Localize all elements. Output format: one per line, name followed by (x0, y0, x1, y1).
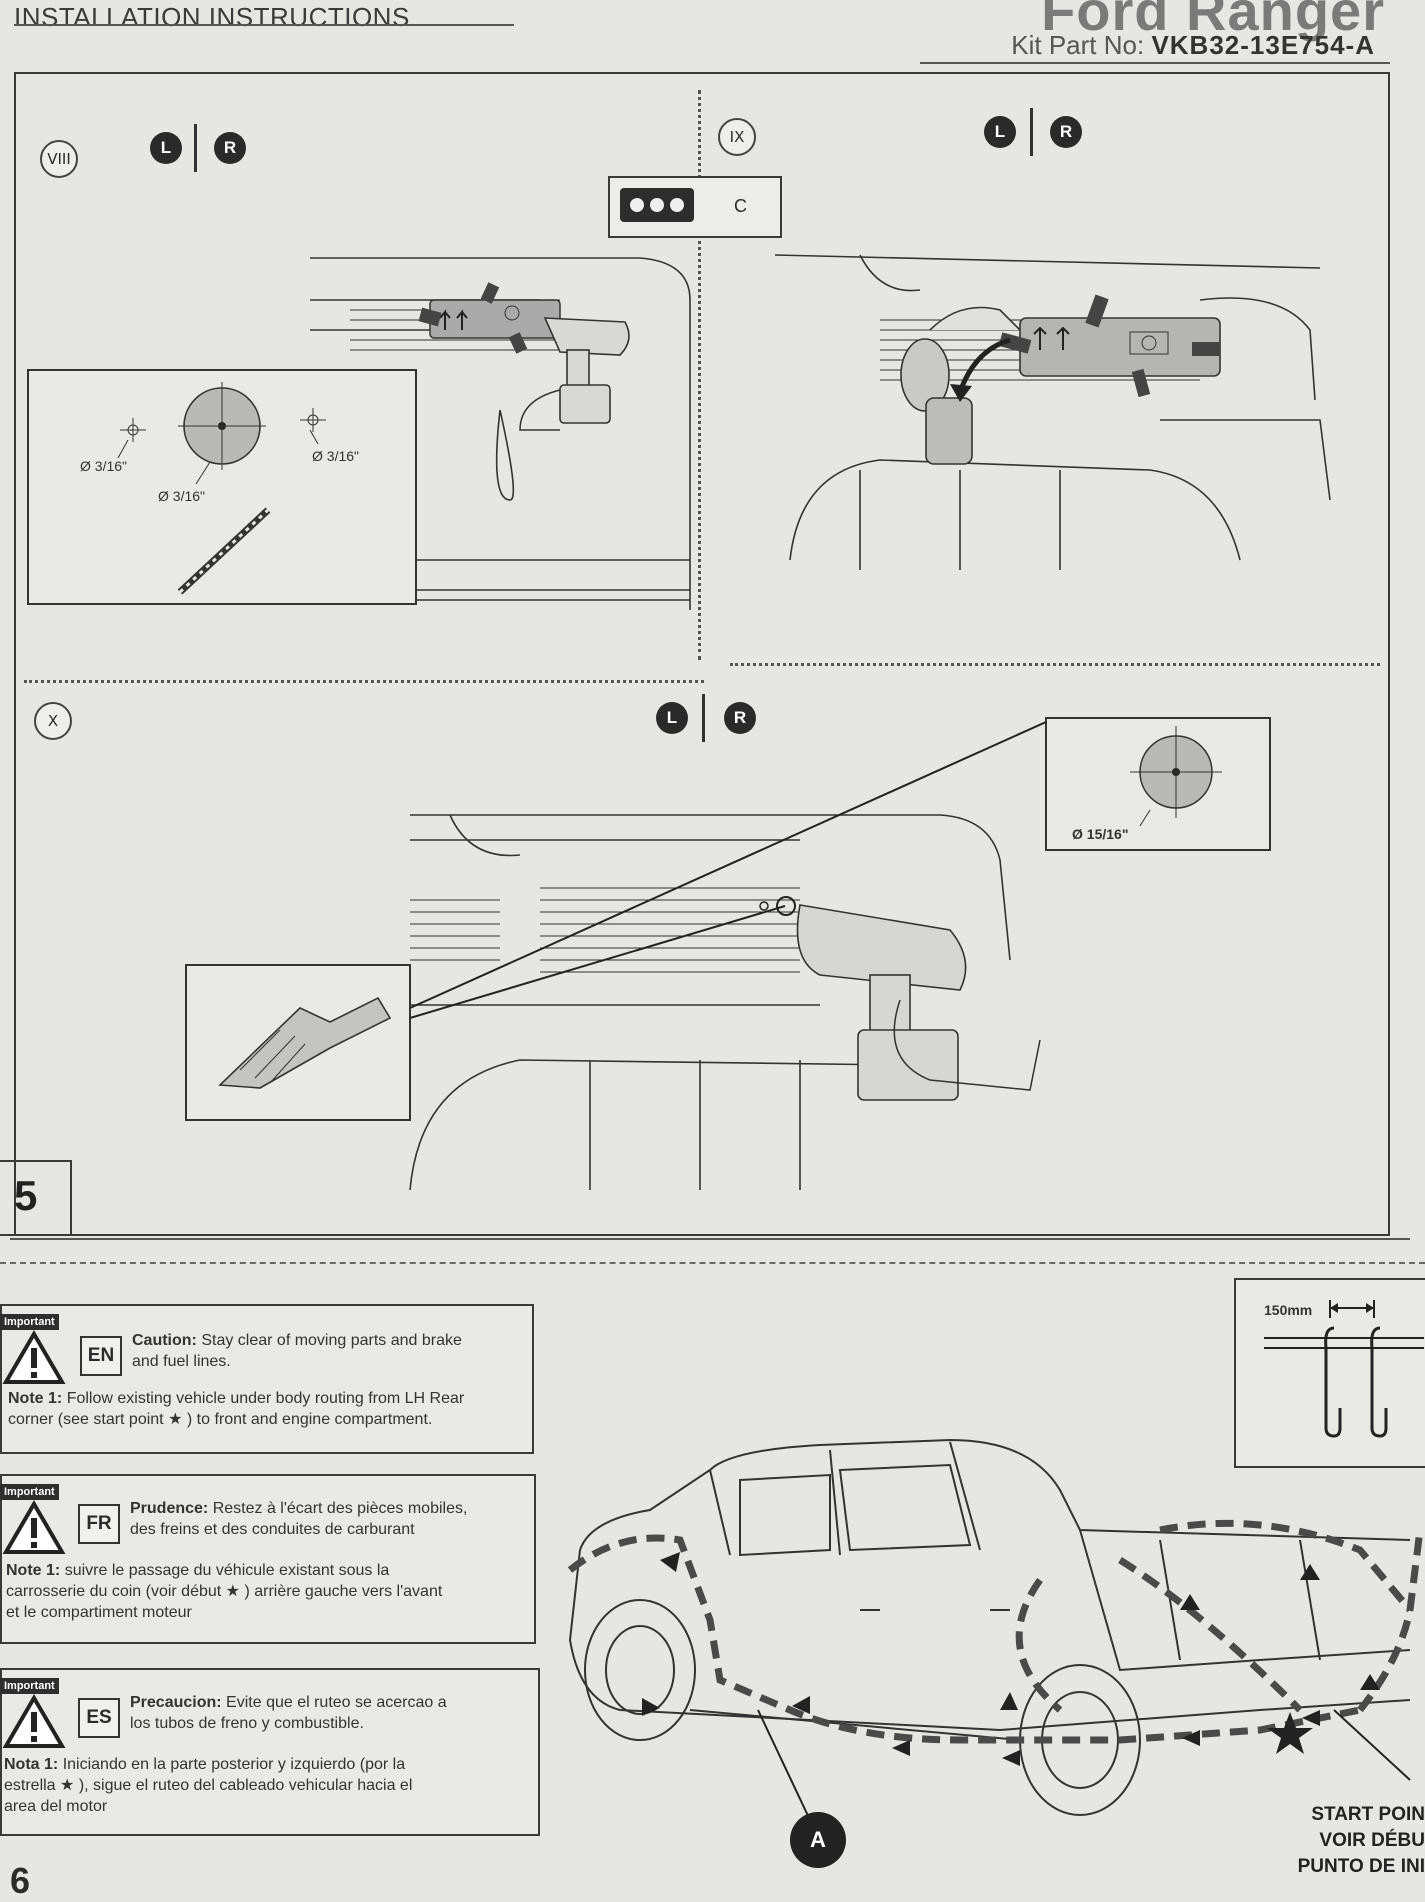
vehicle-brand: Ford Ranger (1041, 0, 1385, 42)
right-side-badge: R (214, 132, 246, 164)
important-tag: Important (0, 1314, 59, 1330)
panel-divider-horizontal-left (24, 680, 704, 683)
note-text-fr: Note 1: suivre le passage du véhicule ex… (6, 1560, 442, 1623)
step-number-box (0, 1160, 72, 1236)
kit-label: Kit Part No: (1011, 30, 1145, 60)
start-line-es: PUNTO DE INI (1297, 1856, 1425, 1877)
right-side-badge: R (1050, 116, 1082, 148)
note-label: Note 1: (8, 1390, 63, 1407)
note-line: et le compartiment moteur (6, 1604, 192, 1621)
caution-text-es: Precaucion: Evite que el ruteo se acerca… (130, 1692, 447, 1734)
document-title: INSTALLATION INSTRUCTIONS (14, 2, 410, 32)
caution-line: Restez à l'écart des pièces mobiles, (212, 1500, 468, 1517)
step-number: 5 (14, 1172, 38, 1219)
part-c-label: C (734, 196, 747, 216)
lang-badge-fr: FR (78, 1504, 120, 1544)
hole-diameter-left: Ø 3/16" (80, 458, 127, 474)
panel-ix-label: IX (718, 118, 756, 156)
panel-divider-horizontal-right (730, 663, 1380, 666)
note-line: ) arrière gauche vers l'avant (244, 1583, 443, 1600)
callout-a-badge: A (790, 1812, 846, 1868)
warning-icon (2, 1500, 66, 1554)
note-line: carrosserie du coin (voir début (6, 1583, 222, 1600)
note-line: area del motor (4, 1798, 108, 1815)
caution-line: and fuel lines. (132, 1353, 231, 1370)
warning-icon (2, 1694, 66, 1748)
page-number: 6 (10, 1860, 31, 1901)
note-label: Note 1: (6, 1562, 61, 1579)
caution-label: Prudence: (130, 1500, 209, 1517)
panel-viii-illustration (27, 257, 691, 610)
note-line: ), sigue el ruteo del cableado vehicular… (78, 1777, 413, 1794)
caution-line: des freins et des conduites de carburant (130, 1521, 415, 1538)
hole-diameter-center: Ø 3/16" (158, 488, 205, 504)
lr-divider (702, 694, 705, 742)
step-5-outer-edge (10, 1238, 1410, 1240)
kit-number: VKB32-13E754-A (1151, 30, 1375, 60)
notes-top-rule (0, 1262, 1425, 1264)
caution-text-fr: Prudence: Restez à l'écart des pièces mo… (130, 1498, 467, 1540)
note-line: estrella (4, 1777, 56, 1794)
note-line: Iniciando en la parte posterior y izquie… (62, 1756, 406, 1773)
hole-diameter-right: Ø 3/16" (312, 448, 359, 464)
lang-badge-en: EN (80, 1336, 122, 1376)
star-icon: ★ (225, 1583, 241, 1600)
panel-divider-vertical (698, 90, 701, 660)
note-box-fr (0, 1474, 536, 1644)
note-box-es (0, 1668, 540, 1836)
start-point-label: START POIN VOIR DÉBU PUNTO DE INI (1298, 1802, 1425, 1880)
note-text-es: Nota 1: Iniciando en la parte posterior … (4, 1754, 412, 1817)
note-label: Nota 1: (4, 1756, 59, 1773)
left-side-badge: L (984, 116, 1016, 148)
kit-part-number: Kit Part No: VKB32-13E754-A (1011, 30, 1375, 61)
note-line: corner (see start point (8, 1411, 164, 1428)
panel-x-label: X (34, 702, 72, 740)
lr-divider (1030, 108, 1033, 156)
note-text-en: Note 1: Follow existing vehicle under bo… (8, 1388, 464, 1430)
note-line: Follow existing vehicle under body routi… (66, 1390, 465, 1407)
left-side-badge: L (656, 702, 688, 734)
truck-routing-illustration (567, 1438, 1424, 1821)
start-line-en: START POIN (1311, 1804, 1425, 1825)
lang-badge-es: ES (78, 1698, 120, 1738)
panel-x-illustration (185, 717, 1271, 1191)
caution-line: Evite que el ruteo se acercao a (226, 1694, 447, 1711)
left-side-badge: L (150, 132, 182, 164)
star-icon: ★ (168, 1411, 183, 1428)
important-tag: Important (0, 1484, 59, 1500)
step-5-frame (14, 72, 1390, 1236)
right-side-badge: R (724, 702, 756, 734)
note-line: suivre le passage du véhicule existant s… (64, 1562, 390, 1579)
hole-diameter-large: Ø 15/16" (1072, 826, 1129, 842)
important-tag: Important (0, 1678, 59, 1694)
part-c-bracket-icon (620, 188, 694, 222)
note-line: ) to front and engine compartment. (186, 1411, 433, 1428)
note-box-en (0, 1304, 534, 1454)
clip-spacing-illustration (1264, 1300, 1424, 1438)
kit-underline (920, 62, 1390, 64)
caution-label: Caution: (132, 1332, 197, 1349)
lr-divider (194, 124, 197, 172)
caution-line: los tubos de freno y combustible. (130, 1715, 364, 1732)
panel-ix-illustration (774, 254, 1331, 570)
clip-spacing-label: 150mm (1264, 1302, 1313, 1318)
start-line-fr: VOIR DÉBU (1319, 1830, 1425, 1851)
star-icon: ★ (60, 1777, 75, 1794)
warning-icon (2, 1330, 66, 1384)
panel-viii-label: VIII (40, 140, 78, 178)
title-underline (14, 24, 514, 26)
caution-text-en: Caution: Stay clear of moving parts and … (132, 1330, 462, 1372)
caution-line: Stay clear of moving parts and brake (201, 1332, 462, 1349)
caution-label: Precaucion: (130, 1694, 222, 1711)
